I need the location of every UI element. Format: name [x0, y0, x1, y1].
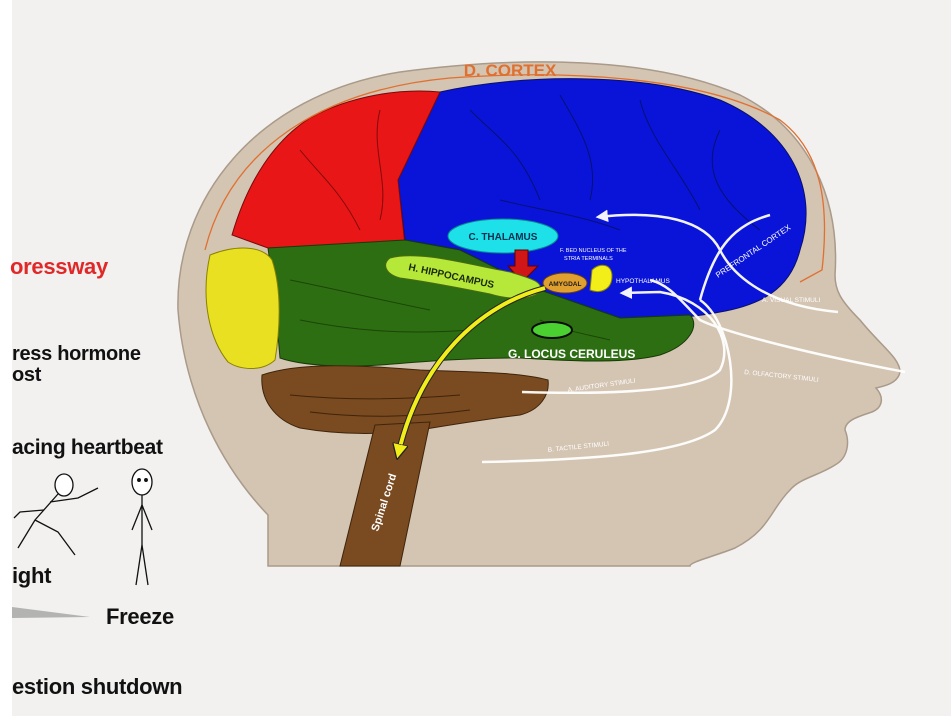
freeze-stick-figure [132, 469, 152, 585]
amygdala-label: AMYGDAL [549, 281, 582, 288]
stress-hormone-label-2: ost [12, 364, 41, 387]
expressway-label: oressway [10, 254, 108, 280]
fight-label: ight [12, 563, 51, 589]
visual-label: A. VISUAL STIMULI [762, 297, 820, 304]
bed-nucleus-label-2: STRIA TERMINALS [564, 256, 613, 262]
hypothalamus-label: HYPOTHALAMUS [616, 278, 670, 285]
digestion-label: estion shutdown [12, 674, 182, 700]
cortex-label: D. CORTEX [464, 61, 557, 80]
locus-ceruleus-label: G. LOCUS CERULEUS [508, 347, 635, 361]
fight-stick-figure [14, 474, 98, 555]
stress-hormone-label-1: ress hormone [12, 343, 141, 366]
thalamus-label: C. THALAMUS [469, 232, 538, 243]
bed-nucleus-label-1: F. BED NUCLEUS OF THE [560, 248, 627, 254]
locus-ceruleus-region [532, 322, 572, 338]
freeze-label: Freeze [106, 604, 174, 630]
flight-to-freeze-arrow [12, 607, 90, 618]
heartbeat-label: acing heartbeat [12, 436, 163, 460]
